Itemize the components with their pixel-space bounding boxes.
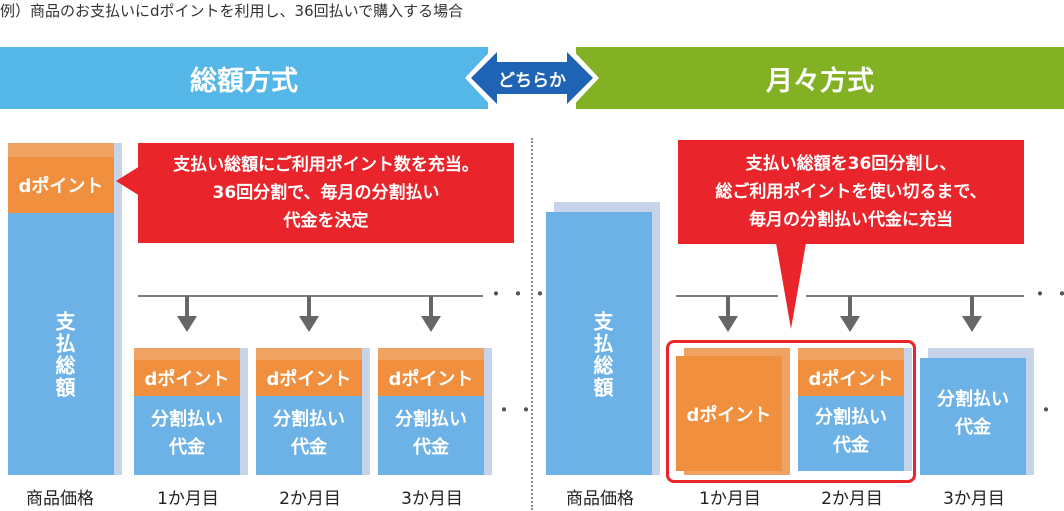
dpoint-block: dポイント [676, 356, 782, 471]
dpoint-block-top [378, 348, 484, 360]
section-divider [531, 138, 533, 510]
down-arrow-icon [962, 296, 982, 332]
ellipsis: ・・・ [486, 282, 552, 306]
total-payment-bar-label: 支払総額 [590, 311, 614, 399]
down-arrow-icon [299, 296, 319, 332]
dpoint-block-label: dポイント [686, 404, 772, 426]
total-payment-bar-label: 支払総額 [52, 311, 76, 399]
payment-label: 分割払い [273, 409, 345, 430]
distribution-line [806, 295, 1024, 297]
callout-pointer [776, 243, 806, 329]
payment-block: 分割払い 代金 [378, 396, 484, 475]
product-price-label: 商品価格 [566, 489, 634, 509]
ellipsis: ・・・ [1030, 282, 1064, 306]
total-payment-bar [546, 212, 652, 475]
dpoint-block: dポイント [134, 360, 240, 396]
payment-block: 分割払い 代金 [134, 396, 240, 475]
callout-line: 総ご利用ポイントを使い切るまで、 [715, 182, 987, 202]
dpoint-block-label: dポイント [144, 369, 230, 390]
example-caption: 例）商品のお支払いにdポイントを利用し、36回払いで購入する場合 [0, 2, 464, 20]
payment-label: 分割払い [151, 409, 223, 430]
dpoint-block-top [256, 348, 362, 360]
down-arrow-icon [421, 296, 441, 332]
dpoint-block-label: dポイント [266, 369, 352, 390]
payment-block: 分割払い 代金 [920, 358, 1026, 475]
payment-label: 分割払い [937, 389, 1009, 410]
callout-line: 毎月の分割払い代金に充当 [749, 210, 953, 230]
total-payment-bar [8, 213, 114, 475]
dpoint-block-label: dポイント [808, 369, 894, 390]
ellipsis: ・・・ [494, 398, 560, 422]
month-label: 1か月目 [699, 489, 761, 509]
payment-label: 代金 [413, 437, 449, 458]
callout-line: 支払い総額を36回分割し、 [745, 154, 957, 174]
month-label: 3か月目 [943, 489, 1005, 509]
month-label: 3か月目 [401, 489, 463, 509]
callout-line: 代金を決定 [283, 211, 369, 231]
payment-label: 代金 [955, 417, 991, 438]
month-label: 2か月目 [821, 489, 883, 509]
ellipsis: ・・・ [1036, 398, 1064, 422]
dpoint-block-label: dポイント [18, 176, 104, 197]
down-arrow-icon [177, 296, 197, 332]
dpoint-block-label: dポイント [388, 369, 474, 390]
dpoint-block: dポイント [798, 360, 904, 396]
dpoint-block-top [134, 348, 240, 360]
total-method-title: 総額方式 [190, 65, 298, 97]
monthly-method-title: 月々方式 [766, 65, 874, 97]
dpoint-block: dポイント [8, 157, 114, 213]
down-arrow-icon [840, 296, 860, 332]
dpoint-usage-highlight [666, 340, 916, 483]
down-arrow-icon [718, 296, 738, 332]
callout-pointer [116, 166, 140, 196]
callout-line: 支払い総額にご利用ポイント数を充当。 [173, 155, 479, 175]
month-label: 2か月目 [279, 489, 341, 509]
payment-label: 代金 [291, 437, 327, 458]
monthly-method-callout: 支払い総額を36回分割し、 総ご利用ポイントを使い切るまで、 毎月の分割払い代金… [678, 140, 1024, 244]
payment-label: 代金 [833, 435, 869, 456]
monthly-method-banner: 月々方式 [576, 47, 1064, 109]
dpoint-block: dポイント [378, 360, 484, 396]
either-label: どちらか [498, 70, 566, 91]
callout-line: 36回分割で、毎月の分割払い [212, 183, 440, 203]
dpoint-block-top [8, 143, 114, 157]
payment-block: 分割払い 代金 [256, 396, 362, 475]
payment-label: 分割払い [815, 407, 887, 428]
product-price-label: 商品価格 [26, 489, 94, 509]
payment-label: 代金 [169, 437, 205, 458]
dpoint-block: dポイント [256, 360, 362, 396]
month-label: 1か月目 [157, 489, 219, 509]
payment-label: 分割払い [395, 409, 467, 430]
dpoint-block-top [798, 348, 904, 360]
payment-block: 分割払い 代金 [798, 396, 904, 471]
double-arrow-icon [465, 46, 599, 110]
total-method-banner: 総額方式 [0, 47, 488, 109]
total-method-callout: 支払い総額にご利用ポイント数を充当。 36回分割で、毎月の分割払い 代金を決定 [138, 143, 514, 243]
